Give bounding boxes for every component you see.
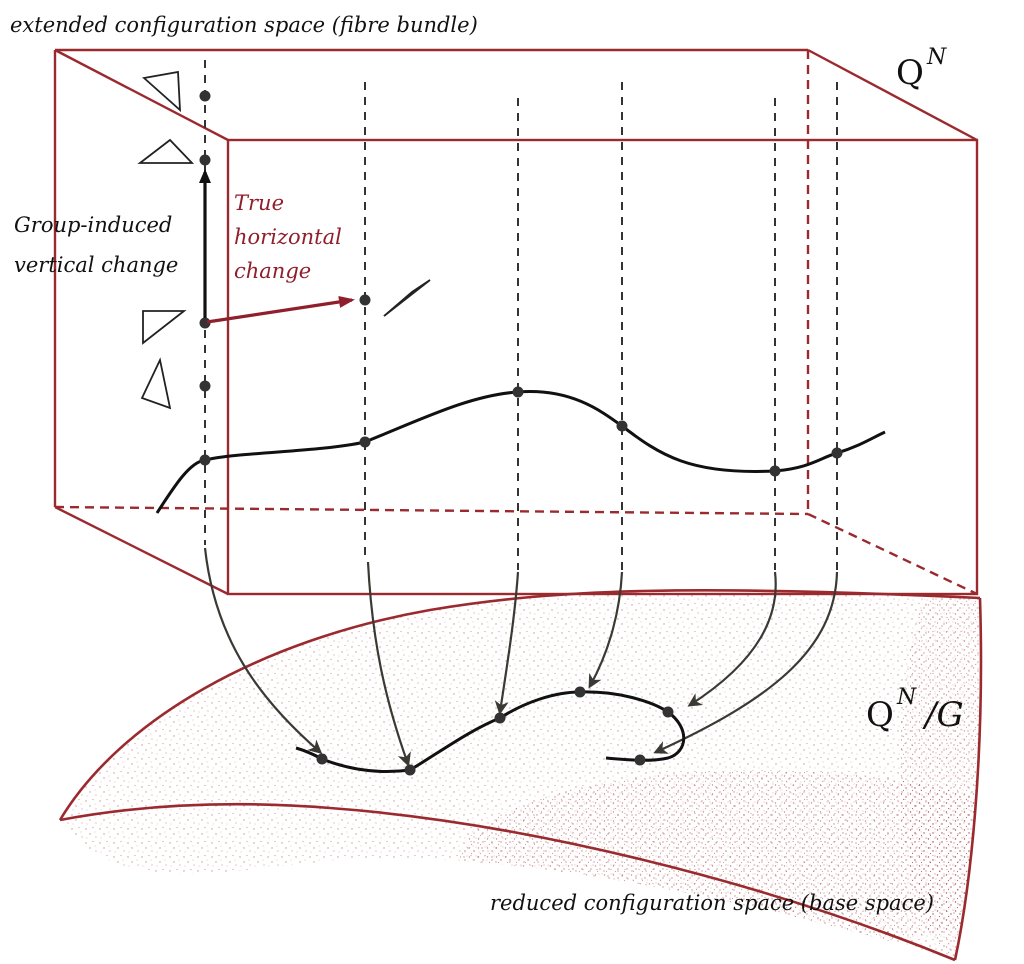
fibre-point xyxy=(199,380,211,392)
svg-text:horizontal: horizontal xyxy=(234,225,342,249)
bundle-point xyxy=(199,454,211,466)
curve-points xyxy=(199,90,843,776)
bundle-box xyxy=(53,48,979,596)
bundle-point xyxy=(769,465,781,477)
fibre-point xyxy=(359,294,371,306)
projection-arrow-2 xyxy=(366,561,411,767)
svg-text:True: True xyxy=(234,191,284,215)
triangle-icon xyxy=(142,310,187,345)
box-back-bottom-edge xyxy=(54,505,809,516)
svg-text:Group-induced: Group-induced xyxy=(14,213,172,237)
svg-text:N: N xyxy=(926,45,947,70)
fibre-point xyxy=(199,317,211,329)
svg-text:N: N xyxy=(896,685,917,710)
projection-arrow-5 xyxy=(687,571,777,707)
bottom-caption: reduced configuration space (base space) xyxy=(490,891,934,915)
box-bottom-left-depth xyxy=(54,505,229,596)
triangle-icon xyxy=(137,138,195,164)
vertical-change-label: Group-induced vertical change xyxy=(14,213,178,277)
configuration-triangles xyxy=(137,70,431,410)
base-point xyxy=(316,753,328,765)
box-top-left-depth xyxy=(54,48,229,142)
fibres xyxy=(204,60,838,570)
svg-text:Q: Q xyxy=(896,53,924,93)
bundle-point xyxy=(831,447,843,459)
box-front-face xyxy=(226,138,979,596)
svg-text:/G: /G xyxy=(922,695,964,735)
horizontal-change-arrow xyxy=(206,296,355,324)
svg-text:Q: Q xyxy=(866,695,894,735)
projection-arrow-4 xyxy=(588,571,624,689)
fibre-point xyxy=(199,154,211,166)
base-point xyxy=(662,706,674,718)
bundle-point xyxy=(359,436,371,448)
bundle-point xyxy=(512,386,524,398)
box-top-right-depth xyxy=(807,48,978,142)
projection-arrows xyxy=(203,547,839,767)
base-point xyxy=(404,764,416,776)
projection-arrow-3 xyxy=(494,571,520,715)
projection-arrow-6 xyxy=(653,571,839,754)
base-curve xyxy=(295,690,686,773)
bundle-symbol: Q N xyxy=(896,45,947,93)
top-caption: extended configuration space (fibre bund… xyxy=(10,13,478,37)
box-bottom-right-depth xyxy=(807,512,978,596)
quotient-symbol: Q N /G xyxy=(866,685,964,735)
triangle-icon xyxy=(142,70,182,113)
fibre-point xyxy=(199,90,211,102)
base-point xyxy=(494,712,506,724)
bundle-point xyxy=(616,420,628,432)
base-point xyxy=(634,754,646,766)
projection-arrow-1 xyxy=(203,547,323,754)
svg-text:change: change xyxy=(234,259,311,283)
triangle-icon xyxy=(383,279,431,317)
triangle-icon xyxy=(140,357,172,410)
base-point xyxy=(574,686,586,698)
bundle-curve xyxy=(155,390,886,514)
horizontal-change-label: True horizontal change xyxy=(234,191,342,283)
svg-text:vertical change: vertical change xyxy=(14,253,178,277)
